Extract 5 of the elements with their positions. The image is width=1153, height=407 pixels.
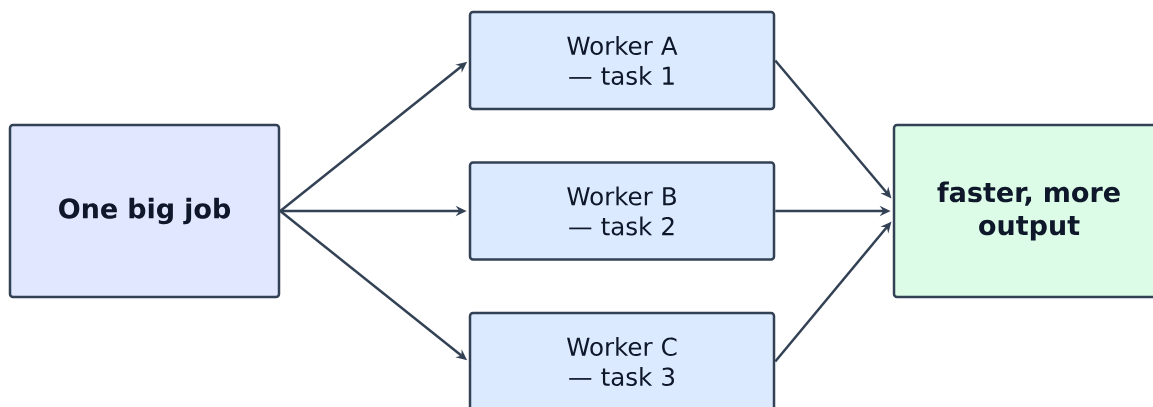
process-box: One big job <box>8 123 281 299</box>
process-box: Worker B — task 2 <box>468 161 776 261</box>
process-box: Worker C — task 3 <box>468 311 776 407</box>
process-box: Worker A — task 1 <box>468 10 776 111</box>
process-box: faster, more output <box>892 123 1153 299</box>
